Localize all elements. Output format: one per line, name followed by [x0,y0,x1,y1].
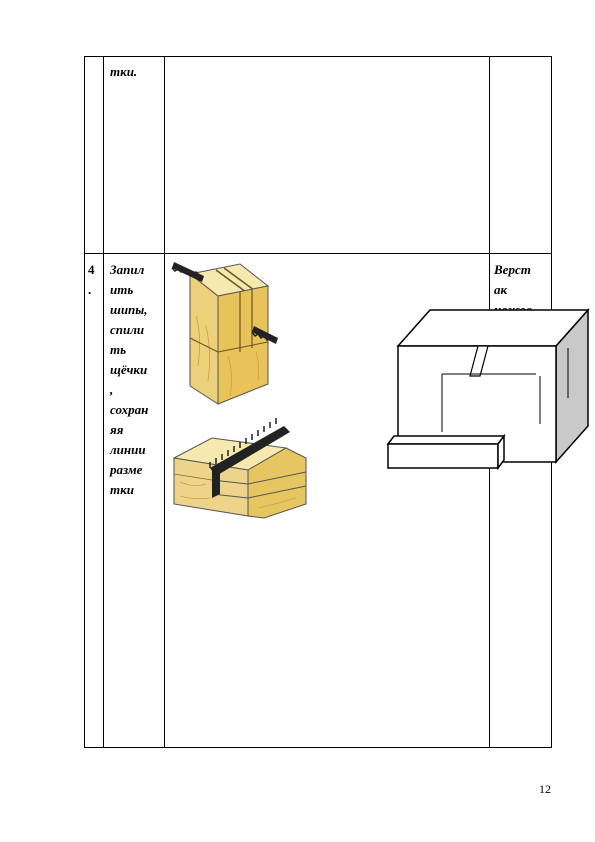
table-col-divider-2 [164,56,165,748]
table-col-divider-1 [103,56,104,748]
operation-line: яя [110,422,124,437]
operation-line: тки [110,482,134,497]
workbench-illustration [386,308,590,471]
operation-line: линии [110,442,146,457]
saw-vertical-block-illustration [171,262,278,405]
row-number: 4 . [88,262,95,297]
operation-description: Запил ить шипы, спили ть щёчки, сохран яя линии р… [110,260,148,500]
table-border-bottom [84,747,552,748]
operation-line: щёчки [110,362,148,377]
operation-line: разме [110,462,143,477]
operation-line: , [110,382,114,397]
tools-line: ак [494,282,508,297]
saw-horizontal-block-illustration [172,418,307,519]
operation-line: сохран [110,402,149,417]
operation-line: шипы, [110,302,148,317]
operation-line: Запил [110,262,145,277]
tools-line: Верст [494,262,531,277]
table-border-top [84,56,552,57]
operation-text-continued: тки. [110,64,138,79]
page-number: 12 [539,782,551,796]
table-border-left [84,56,85,748]
table-row-divider [84,253,552,254]
operation-line: спили [110,322,145,337]
operation-line: ть [110,342,127,357]
operation-line: ить [110,282,134,297]
